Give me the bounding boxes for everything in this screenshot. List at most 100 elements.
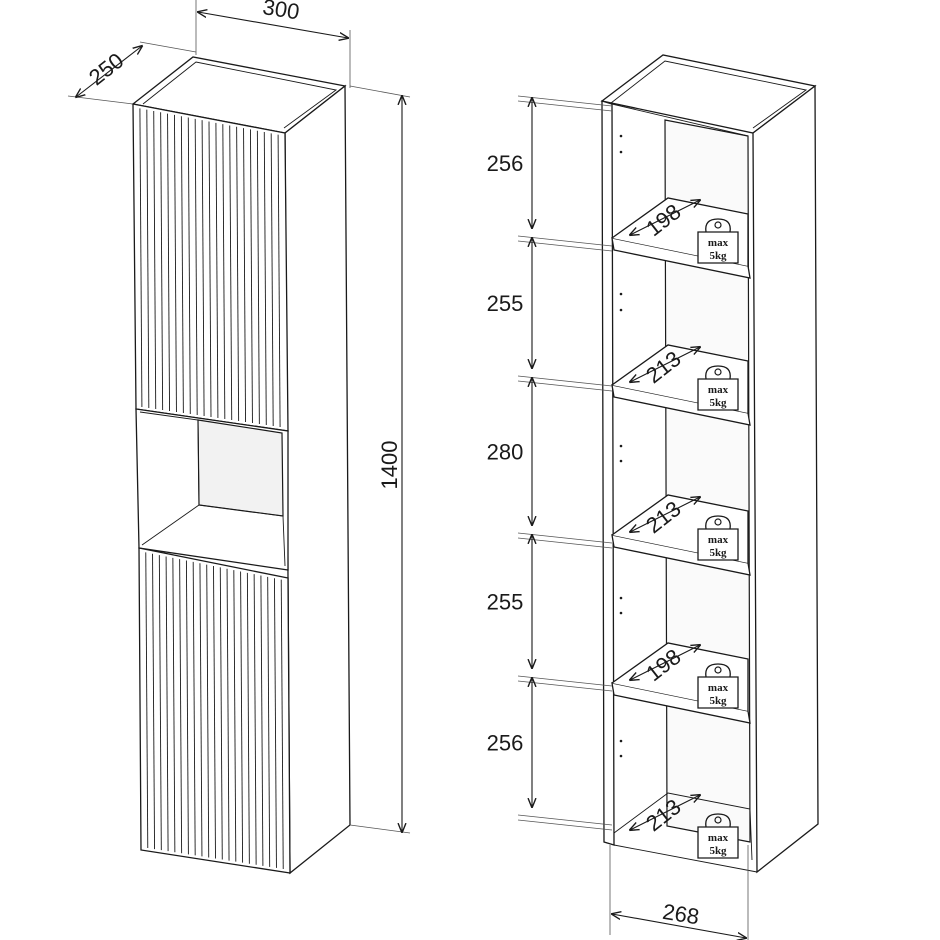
peg-hole — [619, 596, 623, 600]
shelf-gap-dimensions: 256 255 280 255 256 — [487, 95, 613, 831]
shelf-depth-line — [630, 645, 700, 680]
upper-door-rib — [187, 117, 191, 415]
upper-door-rib — [153, 110, 157, 410]
gap-extension-line — [517, 814, 613, 826]
weight-text-kg: 5kg — [709, 695, 727, 707]
height-ext-top — [349, 85, 411, 98]
weight-text-kg: 5kg — [709, 250, 727, 262]
peg-hole — [619, 444, 623, 448]
bottom-front-edge — [613, 844, 758, 873]
lower-door-rib — [199, 563, 203, 857]
lower-door-rib — [172, 557, 176, 853]
gap-label: 255 — [487, 291, 524, 316]
upper-door-rib — [194, 118, 198, 416]
peg-hole — [619, 459, 623, 463]
depth-label: 250 — [84, 48, 128, 90]
lower-door-rib — [165, 556, 169, 852]
lower-door-ribs — [145, 552, 284, 869]
depth-dim-line — [76, 46, 142, 97]
lower-door-rib — [253, 574, 257, 865]
lower-door-rib — [179, 559, 183, 854]
niche-back-wall — [197, 419, 284, 517]
lower-door-rib — [226, 568, 230, 861]
lower-door-rib — [152, 553, 155, 850]
lower-door-rib — [240, 571, 244, 863]
upper-door-rib — [174, 114, 177, 413]
shelf-depth-line — [630, 200, 700, 235]
depth-ext-front — [67, 95, 134, 105]
upper-door-rib — [201, 120, 205, 417]
gap-extension-line — [517, 819, 613, 831]
lower-door-rib — [192, 561, 196, 856]
weight-text-max: max — [708, 832, 729, 844]
lower-door-rib — [206, 564, 210, 858]
weight-text-max: max — [708, 237, 729, 249]
weight-text-kg: 5kg — [709, 547, 727, 559]
peg-hole — [619, 754, 623, 758]
lower-door-rib — [185, 560, 189, 855]
gap-label: 256 — [487, 731, 524, 756]
niche-floor-edge — [198, 504, 286, 567]
upper-door-rib — [160, 112, 164, 411]
upper-door-rib — [270, 133, 274, 427]
lower-door-rib — [233, 570, 237, 862]
upper-door-ribs — [139, 108, 281, 428]
shelf-depth-line — [630, 347, 700, 382]
width-dim-line — [198, 12, 348, 38]
shelf-depth-line — [630, 497, 700, 532]
peg-holes — [619, 134, 623, 758]
inner-top-edge — [611, 103, 749, 137]
gap-label: 255 — [487, 590, 524, 615]
upper-door-rib — [180, 116, 184, 414]
gap-label: 280 — [487, 440, 524, 465]
inner-width-dim-line — [612, 914, 746, 938]
gap-label: 256 — [487, 151, 524, 176]
upper-door-rib — [146, 109, 150, 409]
peg-hole — [619, 292, 623, 296]
cabinet-side — [284, 84, 351, 875]
weight-text-max: max — [708, 384, 729, 396]
closed-cabinet: 300 250 1400 — [67, 0, 411, 875]
lower-door-rib — [246, 572, 250, 864]
depth-ext-back — [139, 41, 197, 53]
upper-door-rib — [256, 130, 260, 425]
niche-side-edge — [139, 411, 200, 546]
upper-door-rib — [167, 113, 170, 412]
lower-door-rib — [274, 578, 277, 868]
lower-door-rib — [219, 567, 223, 860]
lower-door-rib — [145, 552, 149, 849]
peg-hole — [619, 308, 623, 312]
upper-door-rib — [208, 121, 212, 418]
peg-hole — [619, 739, 623, 743]
height-label: 1400 — [377, 441, 402, 490]
right-side-panel — [752, 84, 819, 874]
upper-door-rib — [243, 128, 246, 423]
lower-door-rib — [260, 575, 264, 866]
cabinet-top-inner — [142, 61, 338, 129]
lower-door-rib — [213, 565, 216, 859]
upper-door-rib — [236, 126, 240, 422]
lower-door-rib — [158, 555, 162, 851]
height-ext-bottom — [349, 824, 411, 834]
upper-door-rib — [277, 134, 281, 428]
upper-door-rib — [229, 125, 233, 421]
weight-text-kg: 5kg — [709, 845, 727, 857]
peg-hole — [619, 611, 623, 615]
upper-door-rib — [222, 124, 226, 420]
upper-door-rib — [250, 129, 253, 424]
bottom-left-edge — [603, 841, 615, 846]
left-side-panel — [601, 100, 615, 846]
weight-text-max: max — [708, 534, 729, 546]
upper-door-rib — [215, 122, 219, 419]
shelf-depth-line — [630, 795, 700, 830]
peg-hole — [619, 134, 623, 138]
upper-door-rib — [139, 108, 143, 408]
